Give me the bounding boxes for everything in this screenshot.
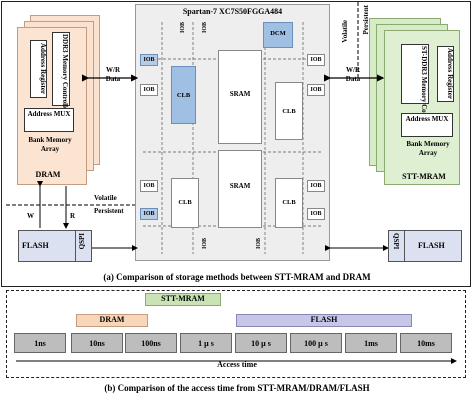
mram-address-register [437,46,454,102]
bar-flash [236,314,412,327]
iob-left-bottom-blue: IOB [140,208,158,220]
clb-label-left-bottom: CLB [178,199,192,206]
flash-right [388,230,462,262]
flash-left [18,230,92,262]
clb-block-right-top [275,82,303,140]
mram-address-mux-label: Address MUX [405,115,449,123]
clb-label-right-bottom: CLB [282,199,296,206]
flash-right-label: FLASH [418,241,445,250]
flash-right-qspi: QSPI [392,233,400,250]
panel-b-frame [6,290,466,378]
mram-bank-label: Bank Memory Array [406,140,450,157]
persistent-label-left: Persistent [94,207,124,215]
dram-address-mux-label: Address MUX [27,110,71,118]
sram-label-bottom: SRAM [229,182,251,190]
iob-left-mid: IOB [140,84,158,96]
clb-block-left-bottom [171,178,199,228]
flash-left-qspi: QSPI [78,233,86,250]
bar-flash-label: FLASH [310,315,338,324]
bar-dram [76,314,148,327]
dram-label: DRAM [35,170,61,179]
flash-left-label: FLASH [22,241,49,250]
mram-controller [401,44,429,104]
write-label: W [27,212,34,220]
iob-right-bottom: IOB [307,208,325,220]
dcm-block [263,22,293,48]
tick-100us: 100 μ s [290,333,342,353]
wr-data-label-left: W/R Data [105,66,121,83]
iob-right-top: IOB [307,54,325,66]
access-time-label: Access time [217,360,257,369]
clb-block-right-bottom [275,178,303,228]
tick-10ms: 10ms [400,333,452,353]
bar-stt-mram-label: STT-MRAM [161,294,205,303]
mram-label: STT-MRAM [402,172,446,181]
clb-label-blue: CLB [176,92,191,99]
read-label: R [70,212,76,220]
fpga-title: Spartan-7 XC7S50FGGA484 [182,7,283,16]
iob-left-low: IOB [140,180,158,192]
wr-data-label-right: W/R Data [345,66,361,83]
volatile-label-right: Volatile [341,20,349,43]
dram-address-register-label: Address Register [39,43,47,95]
sram-label-top: SRAM [229,90,251,98]
clb-block-blue [171,66,196,124]
sram-block-top [218,50,262,144]
tick-1ns: 1ns [14,333,66,353]
dram-controller-label: DDR3 Memory Controller [61,34,69,114]
mram-address-mux [401,113,453,137]
iob-right-mid: IOB [307,84,325,96]
bar-stt-mram [145,293,221,306]
clb-label-right-top: CLB [282,108,296,115]
flash-right-divider [404,230,405,262]
connection-arrows [6,2,389,251]
iob-right-low: IOB [307,180,325,192]
caption-a: (a) Comparison of storage methods betwee… [103,272,371,282]
mram-controller-label: ST-DDR3 Memory Controller [420,46,428,136]
dram-controller [52,32,70,106]
mram-address-register-label: Address Register [446,48,454,100]
tick-1ms: 1ms [345,333,397,353]
iob-left-top-blue: IOB [140,54,158,66]
bar-dram-label: DRAM [99,315,125,324]
caption-b: (b) Comparison of the access time from S… [104,383,370,393]
dram-bank-label: Bank Memory Array [28,136,72,153]
tick-10us: 10 μ s [235,333,287,353]
sram-block-bottom [218,150,262,228]
dcm-label: DCM [270,30,286,37]
flash-left-divider [75,230,76,262]
persistent-label-right: Persistent [362,5,370,35]
tick-100ns: 100ns [125,333,177,353]
access-time-axis [16,358,457,364]
volatile-label-left: Volatile [94,194,117,202]
tick-1us: 1 μ s [180,333,232,353]
panel-a-frame [1,1,471,287]
dram-address-mux [24,108,74,132]
tick-10ns: 10ns [71,333,123,353]
dram-address-register [30,40,47,98]
